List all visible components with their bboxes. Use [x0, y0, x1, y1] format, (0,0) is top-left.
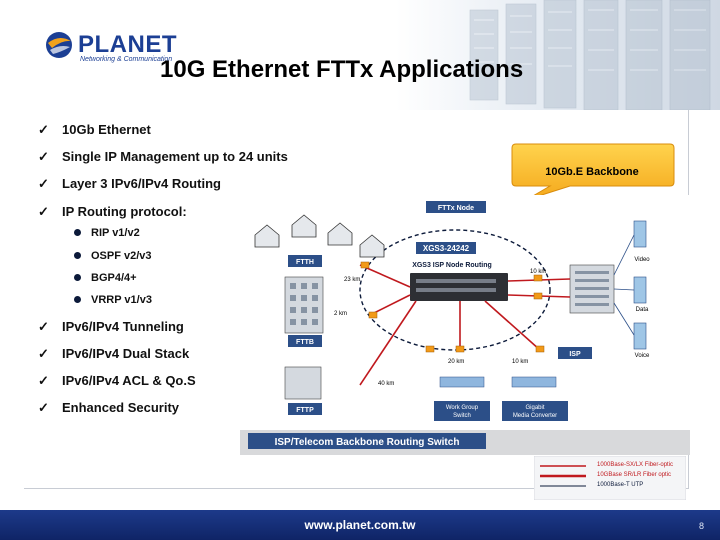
bullet-text: Layer 3 IPv6/IPv4 Routing: [62, 176, 221, 191]
media-converter-label: Media Converter: [513, 413, 557, 419]
sub-bullet-text: BGP4/4+: [91, 272, 137, 284]
distance-10km-b: 10 km: [512, 359, 528, 365]
bullet-security: ✓ Enhanced Security: [38, 400, 179, 416]
cable-legend: [534, 456, 686, 500]
check-icon: ✓: [38, 149, 49, 164]
check-icon: ✓: [38, 176, 49, 191]
bullet-ip-routing: ✓ IP Routing protocol:: [38, 204, 187, 220]
callout-text: 10Gb.E Backbone: [545, 166, 639, 178]
model-tag: [416, 242, 476, 254]
bullet-text: IP Routing protocol:: [62, 204, 187, 219]
distance-10km-a: 10 km: [530, 269, 546, 275]
bullet-acl-qos: ✓ IPv6/IPv4 ACL & Qo.S: [38, 373, 196, 389]
page-title: 10G Ethernet FTTx Applications: [160, 56, 524, 83]
switch-label: Switch: [453, 413, 471, 419]
isp-label: ISP: [569, 351, 581, 358]
bullet-text: IPv6/IPv4 Dual Stack: [62, 346, 190, 361]
sub-bullet-bgp: BGP4/4+: [74, 272, 137, 284]
distance-2km: 2 km: [334, 311, 347, 317]
bullet-layer3: ✓ Layer 3 IPv6/IPv4 Routing: [38, 176, 221, 192]
check-icon: ✓: [38, 122, 49, 137]
legend-1000base-t: 1000Base-T UTP: [597, 482, 644, 488]
bullet-text: 10Gb Ethernet: [62, 122, 151, 137]
footer-bar: www.planet.com.tw 8: [0, 510, 720, 540]
globe-icon: [46, 32, 72, 58]
bullet-dot-icon: [74, 251, 81, 259]
callout-bubble: [511, 143, 675, 201]
sub-bullet-text: VRRP v1/v3: [91, 294, 152, 306]
data-label: Data: [636, 307, 649, 313]
logo-text: PLANET: [78, 31, 177, 58]
model-desc: XGS3 ISP Node Routing: [412, 262, 492, 269]
fttp-label: FTTP: [296, 407, 314, 414]
page-number: 8: [698, 521, 704, 531]
check-icon: ✓: [38, 319, 49, 334]
network-diagram: FTTx Node XGS3-24242 XGS3 ISP Node Routi…: [240, 195, 690, 455]
bullet-single-ip: ✓ Single IP Management up to 24 units: [38, 149, 288, 165]
check-icon: ✓: [38, 346, 49, 361]
distance-23km: 23 km: [344, 277, 360, 283]
bullet-dual-stack: ✓ IPv6/IPv4 Dual Stack: [38, 346, 189, 362]
server-racks-image: [469, 0, 711, 110]
distance-40km: 40 km: [378, 381, 394, 387]
banner-label: ISP/Telecom Backbone Routing Switch: [275, 437, 460, 448]
fttx-node-label: FTTx Node: [438, 205, 474, 212]
bullet-dot-icon: [74, 228, 81, 236]
video-label: Video: [634, 257, 650, 263]
check-icon: ✓: [38, 400, 49, 415]
fttb-label: FTTB: [296, 339, 314, 346]
legend-1000base-sx: 1000Base-SX/LX Fiber-optic: [597, 462, 674, 468]
footer-url: www.planet.com.tw: [304, 518, 416, 532]
legend-10gbase-sr: 10GBase SR/LR Fiber optic: [597, 472, 672, 478]
sub-bullet-rip: RIP v1/v2: [74, 227, 140, 239]
bullet-10gb-ethernet: ✓ 10Gb Ethernet: [38, 122, 151, 138]
bullet-text: Enhanced Security: [62, 400, 180, 415]
work-group-label: Work Group: [446, 405, 479, 411]
model-label: XGS3-24242: [423, 244, 470, 253]
xgs3-switch: [410, 273, 508, 301]
check-icon: ✓: [38, 373, 49, 388]
bullet-text: Single IP Management up to 24 units: [62, 149, 288, 164]
voice-label: Voice: [635, 353, 650, 359]
sub-bullet-ospf: OSPF v2/v3: [74, 250, 152, 262]
bullet-dot-icon: [74, 295, 81, 303]
sub-bullet-text: OSPF v2/v3: [91, 250, 152, 262]
bullet-text: IPv6/IPv4 Tunneling: [62, 319, 184, 334]
sub-bullet-vrrp: VRRP v1/v3: [74, 294, 152, 306]
bullet-text: IPv6/IPv4 ACL & Qo.S: [62, 373, 196, 388]
distance-20km: 20 km: [448, 359, 464, 365]
ftth-label: FTTH: [296, 259, 314, 266]
logo-subtitle: Networking & Communication: [80, 56, 173, 63]
bullet-tunneling: ✓ IPv6/IPv4 Tunneling: [38, 319, 184, 335]
gigabit-label: Gigabit: [525, 405, 544, 411]
fttx-node-tag: [426, 201, 486, 213]
sub-bullet-text: RIP v1/v2: [91, 227, 140, 239]
check-icon: ✓: [38, 204, 49, 219]
bullet-dot-icon: [74, 273, 81, 281]
planet-logo: PLANET Networking & Communication: [44, 30, 177, 70]
